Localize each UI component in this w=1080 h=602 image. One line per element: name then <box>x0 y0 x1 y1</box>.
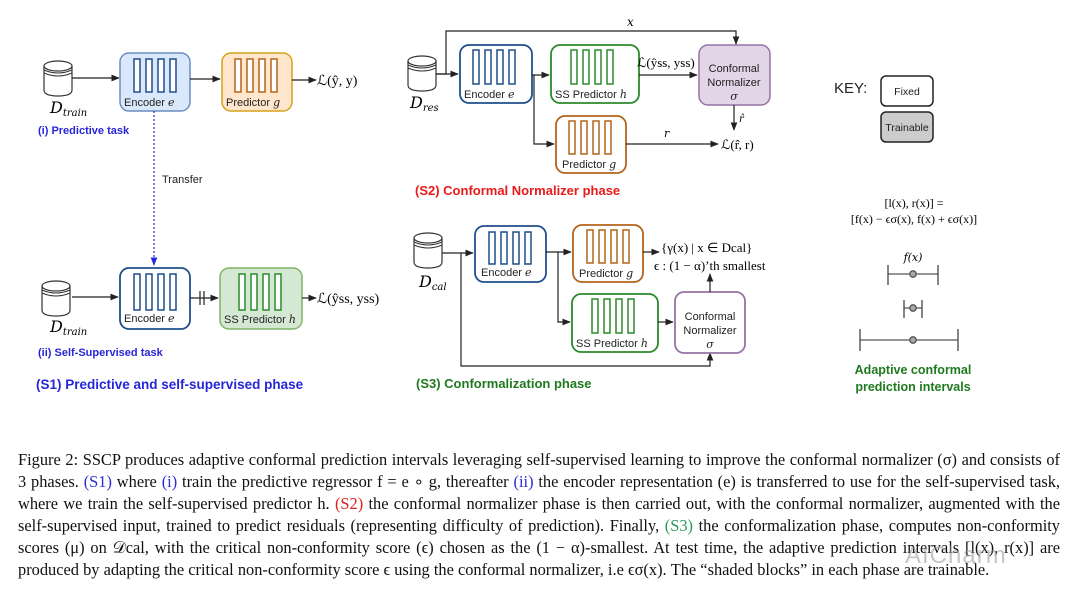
svg-text:SS Predictor h: SS Predictor h <box>555 88 627 101</box>
dataset-res-label: Dres <box>409 93 439 114</box>
interval-formula-1: [l(x), r(x)] = <box>884 196 943 210</box>
dataset-train-label: Dtrain <box>49 98 87 119</box>
s2-title: (S2) Conformal Normalizer phase <box>415 183 620 198</box>
fx-label: f(x) <box>903 251 923 264</box>
dataset-train-label-2: Dtrain <box>49 317 87 338</box>
x-label: x <box>627 15 634 29</box>
svg-text:Encoder e: Encoder e <box>464 88 515 101</box>
svg-text:Normalizer: Normalizer <box>707 77 761 89</box>
intervals-title-1: Adaptive conformal <box>855 363 972 377</box>
key-trainable: Trainable <box>880 111 934 143</box>
sscp-diagram: Dtrain Encoder e Predictor g ℒ(ŷ, y) (i)… <box>36 15 977 394</box>
figure-caption: Figure 2: SSCP produces adaptive conform… <box>18 450 1061 579</box>
r-label: r <box>664 127 670 140</box>
s1-self-supervised-task: Dtrain Encoder e SS Predictor h ℒ(ŷss, y… <box>38 267 380 359</box>
s2-conformal-normalizer-phase: Dres x Encoder e SS Predictor h ℒ(ŷss, y… <box>407 15 771 174</box>
encoder-block-fixed-s2: Encoder e <box>459 44 533 104</box>
predictor-block-fixed-s3: Predictor g <box>572 224 644 283</box>
interval-formula-2: [f(x) − ϵσ(x), f(x) + ϵσ(x)] <box>851 212 977 226</box>
watermark: AICharm <box>905 542 1007 569</box>
transfer-label: Transfer <box>162 174 203 186</box>
s3-title: (S3) Conformalization phase <box>416 376 592 391</box>
dataset-res-icon <box>407 55 437 92</box>
svg-text:σ: σ <box>706 338 714 351</box>
stop-gradient-arrow <box>190 291 219 305</box>
key-title: KEY: <box>834 80 867 97</box>
predictor-block-trainable: Predictor g <box>221 52 293 112</box>
dataset-train-icon-2 <box>41 280 71 317</box>
svg-text:Normalizer: Normalizer <box>683 325 737 337</box>
score-set: {γ(x) | x ∈ Dcal} <box>661 240 752 255</box>
encoder-block-fixed: Encoder e <box>119 267 191 330</box>
s1-title: (S1) Predictive and self-supervised phas… <box>36 377 304 392</box>
s1-predictive-task: Dtrain Encoder e Predictor g ℒ(ŷ, y) (i)… <box>38 52 358 137</box>
svg-text:σ: σ <box>730 90 738 103</box>
ss-predictor-block-fixed-s2: SS Predictor h <box>550 44 640 104</box>
encoder-block-trainable: Encoder e <box>119 52 191 112</box>
key-fixed: Fixed <box>880 75 934 107</box>
caption-ref-s2[interactable]: (S2) <box>334 494 364 513</box>
caption-ref-i[interactable]: (i) <box>161 472 178 491</box>
ss-predictor-block-trainable: SS Predictor h <box>219 267 303 330</box>
svg-text:Predictor g: Predictor g <box>562 158 616 171</box>
svg-text:Encoder e: Encoder e <box>124 312 175 325</box>
svg-text:SS Predictor h: SS Predictor h <box>224 313 296 326</box>
interval-wide <box>859 329 959 351</box>
svg-text:Encoder e: Encoder e <box>481 266 532 279</box>
s3-conformalization-phase: Dcal Encoder e Predictor g {γ(x) | x ∈ D… <box>413 224 766 367</box>
svg-text:Conformal: Conformal <box>685 311 736 323</box>
dataset-train-icon <box>43 60 73 97</box>
svg-text:Encoder e: Encoder e <box>124 96 175 109</box>
self-supervised-task-label: (ii) Self-Supervised task <box>38 347 164 359</box>
interval-narrow <box>903 300 923 318</box>
conformal-normalizer-block-trainable: Conformal Normalizer σ <box>698 44 771 106</box>
caption-ref-ii[interactable]: (ii) <box>513 472 534 491</box>
dataset-cal-icon <box>413 232 443 269</box>
key-legend: KEY: Fixed Trainable <box>834 75 934 143</box>
svg-text:SS Predictor h: SS Predictor h <box>576 337 648 350</box>
intervals-title-2: prediction intervals <box>855 380 970 394</box>
svg-text:Trainable: Trainable <box>885 122 929 134</box>
ss-loss-s2: ℒ(ŷss, yss) <box>637 55 695 70</box>
svg-text:Predictor g: Predictor g <box>579 267 633 280</box>
predictor-block-fixed-s2: Predictor g <box>555 115 627 174</box>
svg-text:Predictor g: Predictor g <box>226 96 280 109</box>
svg-text:Fixed: Fixed <box>894 86 920 98</box>
ss-loss: ℒ(ŷss, yss) <box>317 292 380 307</box>
adaptive-intervals: [l(x), r(x)] = [f(x) − ϵσ(x), f(x) + ϵσ(… <box>851 196 977 394</box>
transfer-arrow: Transfer <box>150 111 203 266</box>
dataset-cal-label: Dcal <box>418 272 447 293</box>
caption-ref-s1[interactable]: (S1) <box>83 472 112 491</box>
predictive-task-label: (i) Predictive task <box>38 125 130 137</box>
ss-predictor-block-fixed-s3: SS Predictor h <box>571 293 659 353</box>
svg-text:Conformal: Conformal <box>709 63 760 75</box>
interval-medium <box>887 265 939 285</box>
epsilon-rule: ϵ : (1 − α)’th smallest <box>654 258 766 273</box>
encoder-block-fixed-s3: Encoder e <box>474 225 547 283</box>
predictive-loss: ℒ(ŷ, y) <box>317 74 358 89</box>
residual-loss: ℒ(r̂, r) <box>721 137 754 152</box>
rhat-label: r̂ <box>739 114 745 125</box>
caption-ref-s3[interactable]: (S3) <box>664 516 693 535</box>
conformal-normalizer-block-fixed-s3: Conformal Normalizer σ <box>674 291 746 354</box>
